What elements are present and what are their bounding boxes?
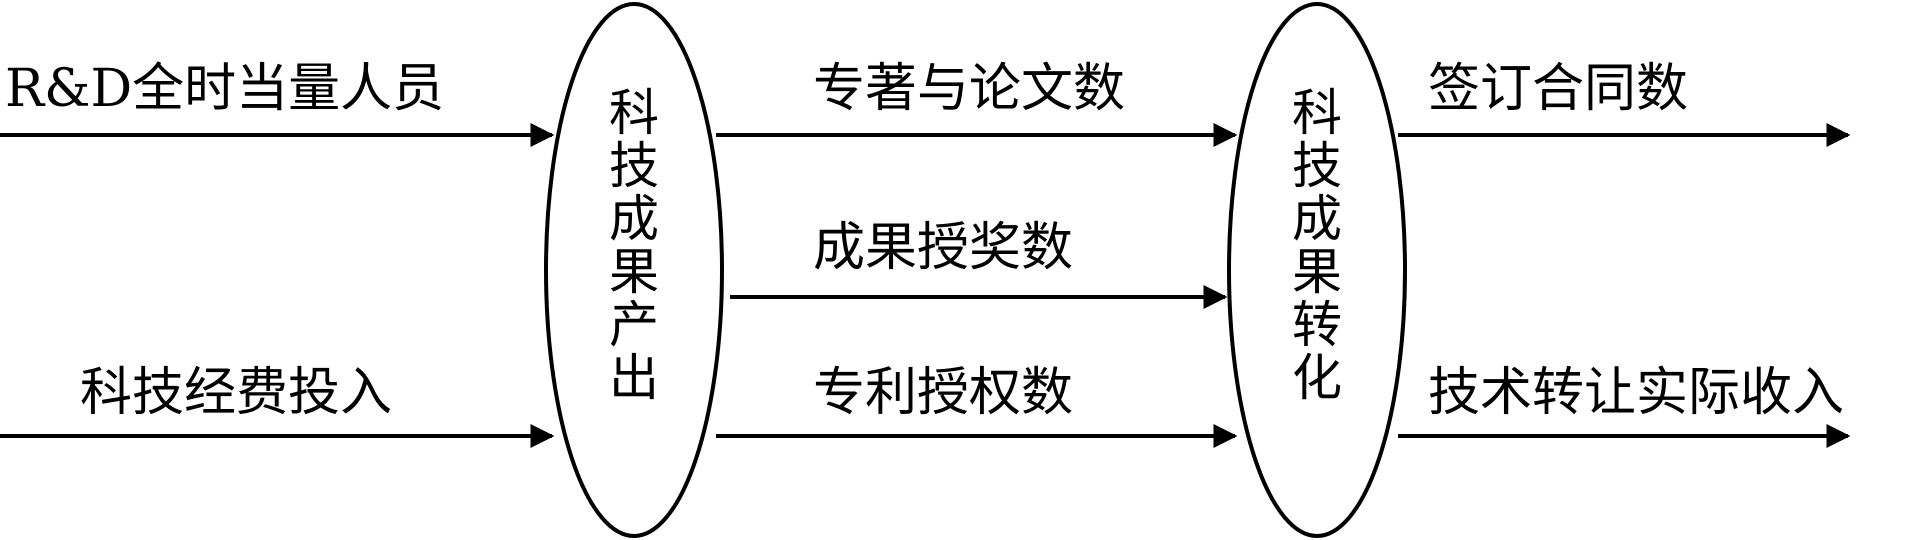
stage-transformation-title-char: 科 [1292,84,1342,142]
stage-transformation-title-char: 成 [1292,190,1342,248]
label-contracts: 签订合同数 [1428,59,1688,119]
stage-transformation-title-char: 转 [1292,296,1342,354]
stage-output-title-char: 成 [609,190,659,248]
stage-transformation-ellipse [1227,2,1407,538]
stage-output-title-char: 果 [609,243,659,301]
stage-output-title-char: 产 [609,296,659,354]
stage-transformation-title-char: 技 [1292,137,1342,195]
label-rd-personnel: R&D全时当量人员 [5,59,444,119]
label-awards: 成果授奖数 [813,218,1073,278]
stage-transformation-title-char: 果 [1292,243,1342,301]
label-transfer-income: 技术转让实际收入 [1428,363,1844,423]
stage-output-title-char: 出 [609,349,659,407]
stage-output-title-char: 科 [609,84,659,142]
stage-transformation-title-char: 化 [1292,349,1342,407]
stage-output-ellipse [544,2,724,538]
label-patents: 专利授权数 [813,363,1073,423]
label-funding: 科技经费投入 [80,363,392,423]
label-papers: 专著与论文数 [813,59,1125,119]
stage-output-title-char: 技 [609,137,659,195]
